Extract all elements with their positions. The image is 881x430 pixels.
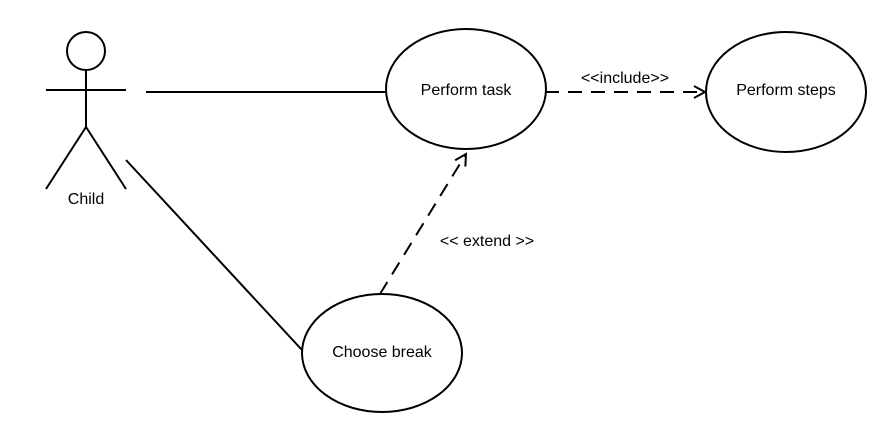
actor-right-leg <box>85 126 127 190</box>
use-case-ellipse <box>301 293 463 413</box>
extend-arrow <box>379 154 466 295</box>
use-case-ellipse <box>385 28 547 150</box>
use-case-perform-task: Perform task <box>385 28 547 150</box>
include-label: <<include>> <box>581 70 669 87</box>
actor-head <box>66 31 106 71</box>
use-case-ellipse <box>705 31 867 153</box>
actor-left-leg <box>45 126 87 190</box>
actor-child: Child <box>45 31 127 208</box>
use-case-perform-steps: Perform steps <box>705 31 867 153</box>
extend-label: << extend >> <box>440 233 534 250</box>
use-case-label: Perform task <box>421 82 513 99</box>
association-child-choose-break <box>125 159 303 351</box>
actor-label: Child <box>68 191 104 208</box>
use-case-label: Choose break <box>332 344 433 361</box>
use-case-label: Perform steps <box>736 82 836 99</box>
use-case-choose-break: Choose break <box>301 293 463 413</box>
